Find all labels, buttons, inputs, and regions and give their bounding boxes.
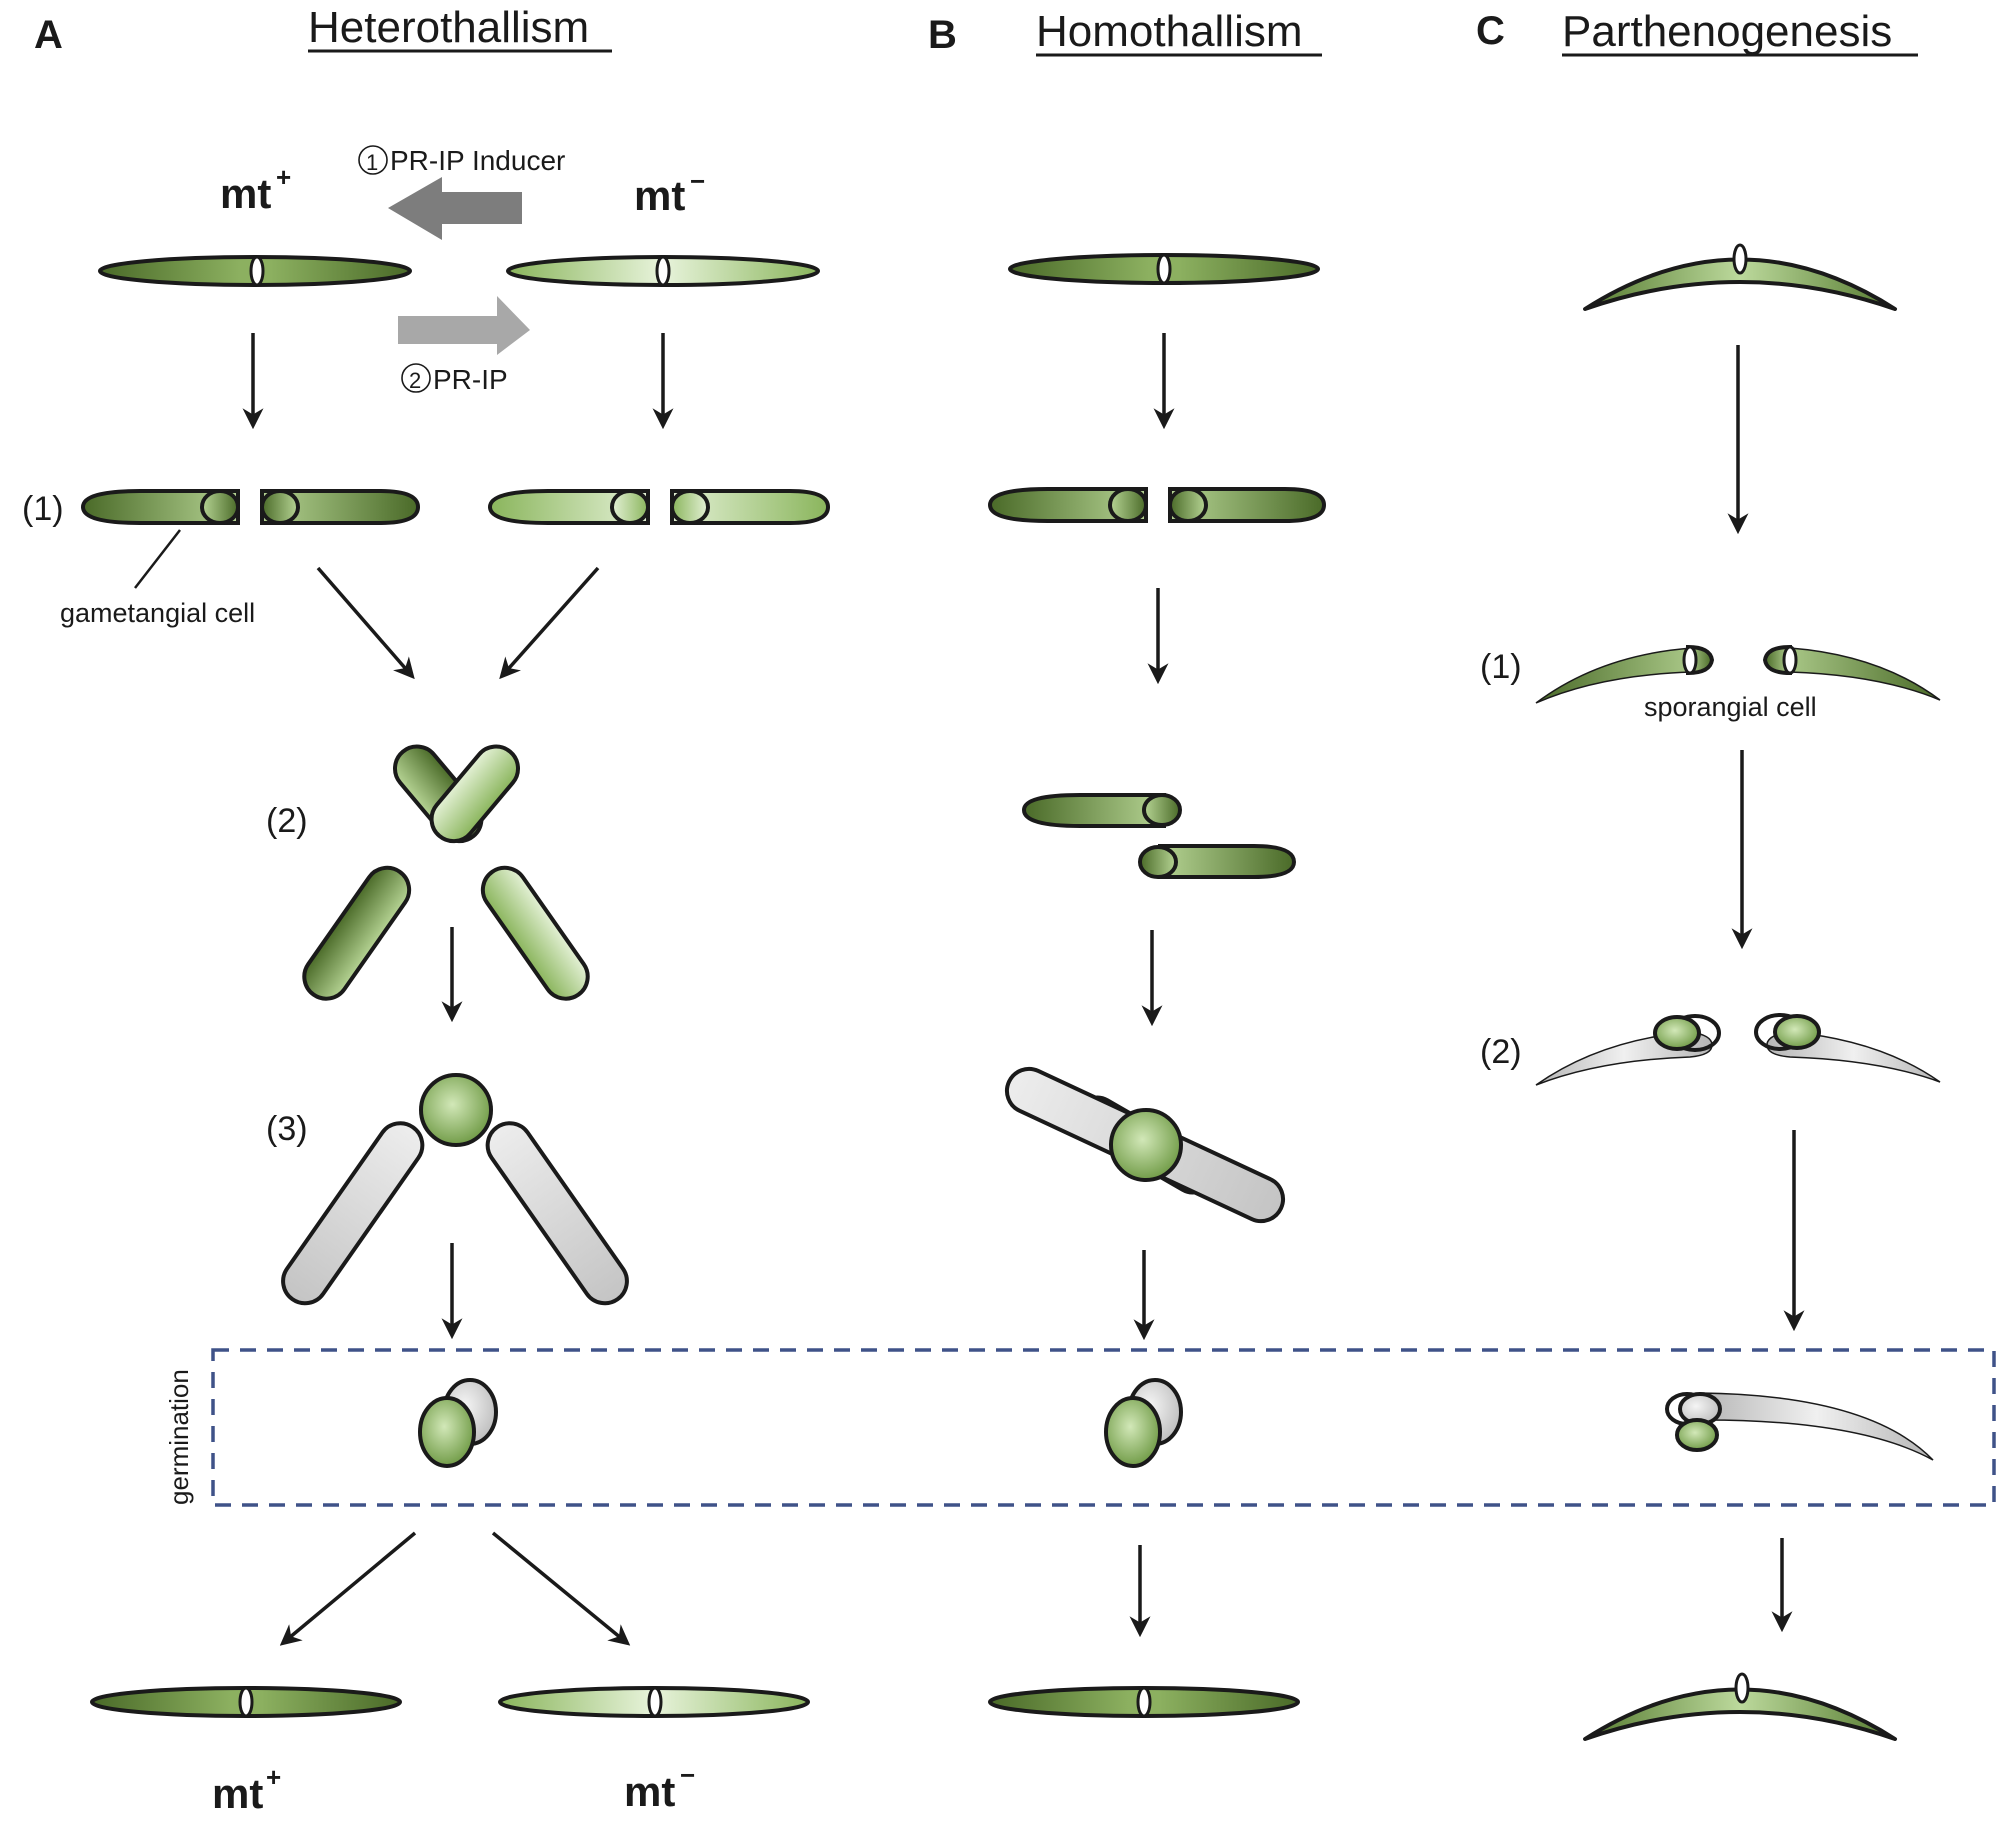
mt-minus-progeny-cell xyxy=(498,1686,810,1718)
mt-plus-progeny-cell xyxy=(90,1686,402,1718)
signal-2-circle xyxy=(401,363,431,393)
svg-text:2: 2 xyxy=(409,368,421,393)
homothallic-pairing-cells xyxy=(1021,793,1297,879)
sporangial-cells xyxy=(1535,644,1941,704)
panel-c: (1) sporangial cell (2) xyxy=(1480,243,1941,1741)
step-3-label: (3) xyxy=(266,1110,308,1148)
parthenogenetic-vegetative-cell xyxy=(1583,243,1897,311)
homothallic-vegetative-cell xyxy=(1008,253,1320,285)
left-signal-arrow-icon xyxy=(388,177,522,240)
conjugating-gametangia xyxy=(302,744,590,1001)
svg-text:mt: mt xyxy=(212,1770,263,1817)
svg-text:+: + xyxy=(276,162,291,192)
zygospore-with-empty-cells xyxy=(281,1073,629,1306)
panel-b-title: Homothallism xyxy=(1036,7,1303,56)
panel-a: mt + mt − 1 PR-IP Inducer 2 PR-IP xyxy=(22,145,831,1817)
svg-text:1: 1 xyxy=(366,150,378,175)
arrow-diverge-right xyxy=(491,1531,631,1646)
panel-a-title: Heterothallism xyxy=(308,3,589,52)
homothallic-progeny-cell xyxy=(988,1686,1300,1718)
svg-text:+: + xyxy=(266,1762,281,1792)
arrow-diverge-left xyxy=(279,1531,417,1646)
mt-minus-top-label: mt − xyxy=(634,166,705,219)
homothallic-zygospore xyxy=(1004,1066,1286,1224)
step-1-label: (1) xyxy=(22,490,64,528)
pr-ip-inducer-signal: 1 PR-IP Inducer xyxy=(358,145,565,240)
parthenogenesis-step-2-label: (2) xyxy=(1480,1033,1522,1071)
panel-b xyxy=(987,253,1327,1718)
mt-plus-vegetative-cell xyxy=(98,255,412,287)
panel-b-letter: B xyxy=(928,13,957,57)
gametangial-pointer xyxy=(134,529,181,589)
signal-1-circle xyxy=(358,145,388,175)
svg-text:−: − xyxy=(690,166,705,196)
panel-c-letter: C xyxy=(1476,9,1505,53)
parthenogenetic-progeny-cell xyxy=(1583,1672,1897,1741)
parthenospore-forming-cells xyxy=(1535,1013,1941,1086)
gametangial-cells-mt-plus xyxy=(80,489,421,525)
pr-ip-signal: 2 PR-IP xyxy=(398,296,530,395)
mt-plus-bottom-label: mt + xyxy=(212,1762,281,1817)
gametangial-cells-mt-minus xyxy=(487,489,831,525)
germinating-zygospore-b xyxy=(1104,1378,1183,1468)
germination-label: germination xyxy=(164,1369,194,1505)
mt-minus-vegetative-cell xyxy=(506,255,820,287)
mt-plus-top-label: mt + xyxy=(220,162,291,217)
step-2-label: (2) xyxy=(266,802,308,840)
right-signal-arrow-icon xyxy=(398,296,530,355)
arrow-converge-left xyxy=(316,566,415,680)
svg-text:−: − xyxy=(680,1760,695,1790)
svg-text:mt: mt xyxy=(624,1768,675,1815)
homothallic-gametangial-cells xyxy=(987,487,1327,523)
panel-a-letter: A xyxy=(34,13,63,57)
mt-minus-bottom-label: mt − xyxy=(624,1760,695,1815)
germinating-zygospore-a xyxy=(418,1378,498,1468)
svg-text:mt: mt xyxy=(634,172,685,219)
panel-c-title: Parthenogenesis xyxy=(1562,7,1892,56)
germinating-parthenospore xyxy=(1665,1392,1934,1461)
gametangial-cell-label: gametangial cell xyxy=(60,598,255,628)
arrow-converge-right xyxy=(499,566,600,680)
svg-text:PR-IP: PR-IP xyxy=(433,364,508,395)
svg-text:mt: mt xyxy=(220,170,271,217)
svg-text:PR-IP Inducer: PR-IP Inducer xyxy=(390,145,565,176)
germination-box xyxy=(211,1348,1996,1507)
parthenogenesis-step-1-label: (1) xyxy=(1480,648,1522,686)
sporangial-cell-label: sporangial cell xyxy=(1644,692,1817,722)
